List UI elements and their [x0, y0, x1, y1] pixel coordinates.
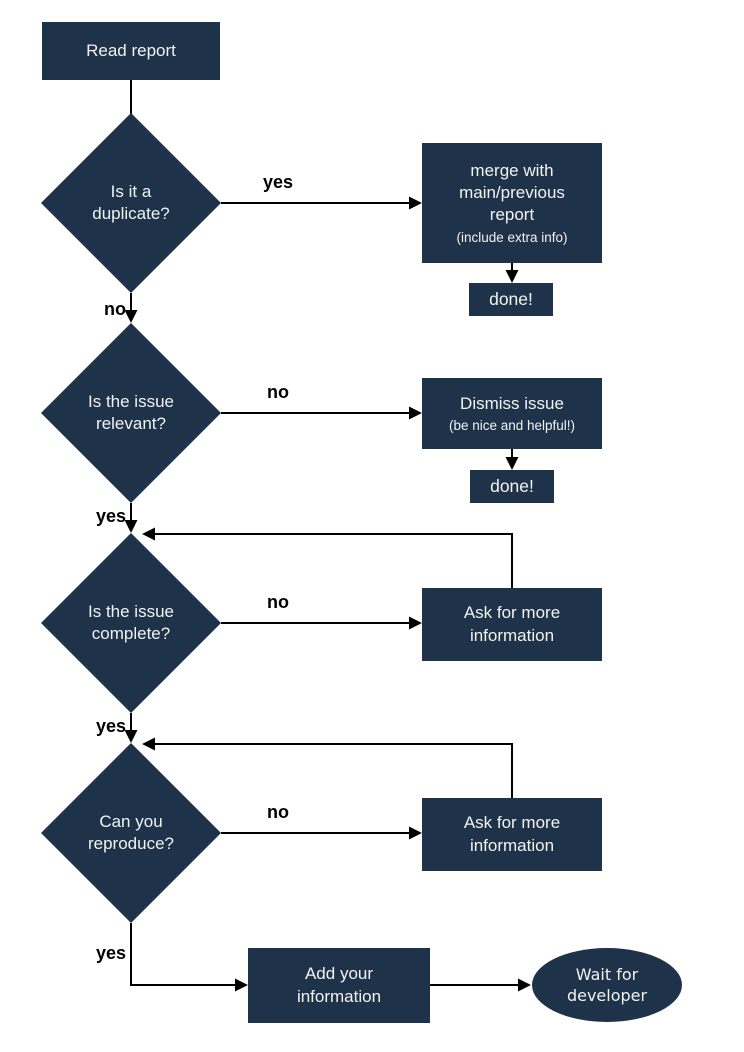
- node-ask-more-info-1-label: Ask for more information: [463, 603, 561, 645]
- node-question-complete-label: Is the issue complete?: [88, 601, 174, 643]
- node-done-merge: done!: [469, 283, 553, 316]
- edge-label-duplicate-yes: yes: [262, 172, 294, 192]
- edge-label-complete-yes: yes: [95, 716, 126, 736]
- node-done-dismiss-label: done!: [490, 475, 534, 496]
- node-wait-for-developer-label: Wait for developer: [566, 964, 648, 1005]
- edge-label-reproduce-no: no: [267, 802, 289, 822]
- edge-reproduce-yes: [130, 923, 248, 992]
- edge-label-relevant-yes: yes: [95, 506, 126, 526]
- node-question-relevant-label: Is the issue relevant?: [88, 391, 174, 433]
- node-done-merge-label: done!: [489, 288, 533, 309]
- node-ask-more-info-2: Ask for more information: [422, 798, 602, 871]
- node-add-information-label: Add your information: [296, 964, 382, 1006]
- node-ask-more-info-2-label: Ask for more information: [463, 813, 561, 855]
- node-read-report-label: Read report: [86, 40, 176, 60]
- node-dismiss-issue-sublabel: (be nice and helpful!): [448, 417, 576, 433]
- node-dismiss-issue-label: Dismiss issue: [460, 393, 564, 413]
- edge-label-duplicate-no: no: [104, 299, 126, 319]
- node-read-report: Read report: [42, 22, 220, 80]
- node-done-dismiss: done!: [470, 470, 554, 503]
- node-wait-for-developer: Wait for developer: [532, 948, 682, 1022]
- edge-ask1-loopback: [142, 527, 513, 588]
- node-merge-report: merge with main/previous report (include…: [422, 143, 602, 263]
- edge-ask2-loopback: [142, 737, 513, 798]
- node-ask-more-info-1: Ask for more information: [422, 588, 602, 661]
- node-question-reproduce-label: Can you reproduce?: [87, 811, 174, 853]
- edge-label-complete-no: no: [267, 592, 289, 612]
- node-dismiss-issue: Dismiss issue (be nice and helpful!): [422, 378, 602, 449]
- edge-label-reproduce-yes: yes: [95, 943, 126, 963]
- node-merge-report-label: merge with main/previous report: [459, 160, 565, 225]
- node-merge-report-sublabel: (include extra info): [456, 229, 568, 245]
- node-question-duplicate-label: Is it a duplicate?: [92, 181, 170, 223]
- edge-label-relevant-no: no: [267, 382, 289, 402]
- node-add-information: Add your information: [248, 948, 430, 1023]
